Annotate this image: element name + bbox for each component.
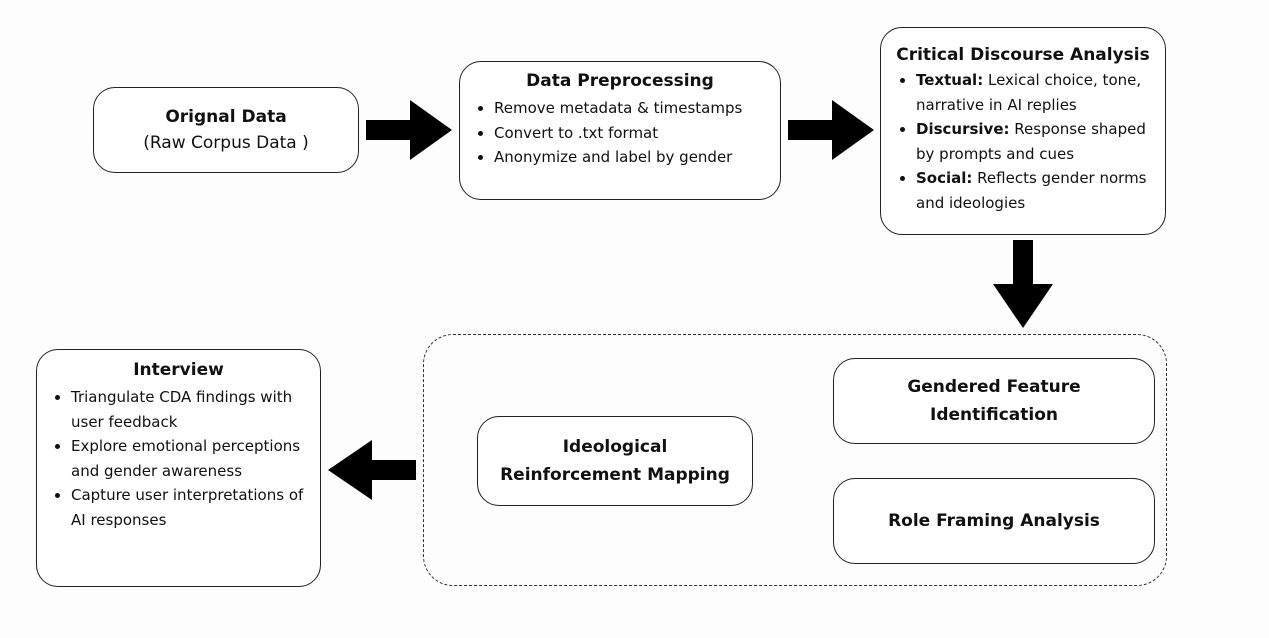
cda-item-social: Social: Reflects gender norms and ideolo… xyxy=(916,166,1159,215)
interview-item: Explore emotional perceptions and gender… xyxy=(71,434,316,483)
role-framing-label: Role Framing Analysis xyxy=(888,511,1100,531)
arrow-original-to-preprocessing xyxy=(366,100,452,160)
ideological-mapping-box: Ideological Reinforcement Mapping xyxy=(477,416,753,506)
cda-title: Critical Discourse Analysis xyxy=(896,45,1150,65)
interview-item: Triangulate CDA findings with user feedb… xyxy=(71,385,316,434)
preprocessing-item: Anonymize and label by gender xyxy=(494,145,780,170)
cda-item-discursive: Discursive: Response shaped by prompts a… xyxy=(916,117,1159,166)
cda-item-text: Response shaped by prompts and cues xyxy=(916,120,1146,163)
preprocessing-item: Remove metadata & timestamps xyxy=(494,96,780,121)
original-data-box: Orignal Data (Raw Corpus Data ) xyxy=(93,87,359,173)
cda-item-textual: Textual: Lexical choice, tone, narrative… xyxy=(916,68,1159,117)
analysis-group-container xyxy=(423,334,1167,586)
cda-item-label: Textual: xyxy=(916,71,984,89)
cda-list: Textual: Lexical choice, tone, narrative… xyxy=(881,68,1165,215)
cda-box: Critical Discourse Analysis Textual: Lex… xyxy=(880,27,1166,235)
gendered-feature-label: Gendered Feature Identification xyxy=(907,377,1081,425)
cda-item-label: Social: xyxy=(916,169,973,187)
arrow-preprocessing-to-cda xyxy=(788,100,874,160)
gendered-feature-box: Gendered Feature Identification xyxy=(833,358,1155,444)
ideological-mapping-label: Ideological Reinforcement Mapping xyxy=(500,437,730,485)
cda-item-label: Discursive: xyxy=(916,120,1010,138)
original-data-subtitle: (Raw Corpus Data ) xyxy=(143,133,309,153)
data-preprocessing-list: Remove metadata & timestamps Convert to … xyxy=(460,96,780,170)
interview-item: Capture user interpretations of AI respo… xyxy=(71,483,316,532)
data-preprocessing-title: Data Preprocessing xyxy=(526,71,714,91)
data-preprocessing-box: Data Preprocessing Remove metadata & tim… xyxy=(459,61,781,200)
preprocessing-item: Convert to .txt format xyxy=(494,121,780,146)
cda-item-text: Reflects gender norms and ideologies xyxy=(916,169,1147,212)
cda-item-text: Lexical choice, tone, narrative in AI re… xyxy=(916,71,1142,114)
interview-box: Interview Triangulate CDA findings with … xyxy=(36,349,321,587)
arrow-cda-to-analysis xyxy=(993,240,1053,328)
original-data-title: Orignal Data xyxy=(165,107,287,127)
arrow-analysis-to-interview xyxy=(328,440,416,500)
interview-list: Triangulate CDA findings with user feedb… xyxy=(37,385,320,532)
role-framing-box: Role Framing Analysis xyxy=(833,478,1155,564)
interview-title: Interview xyxy=(133,360,224,380)
